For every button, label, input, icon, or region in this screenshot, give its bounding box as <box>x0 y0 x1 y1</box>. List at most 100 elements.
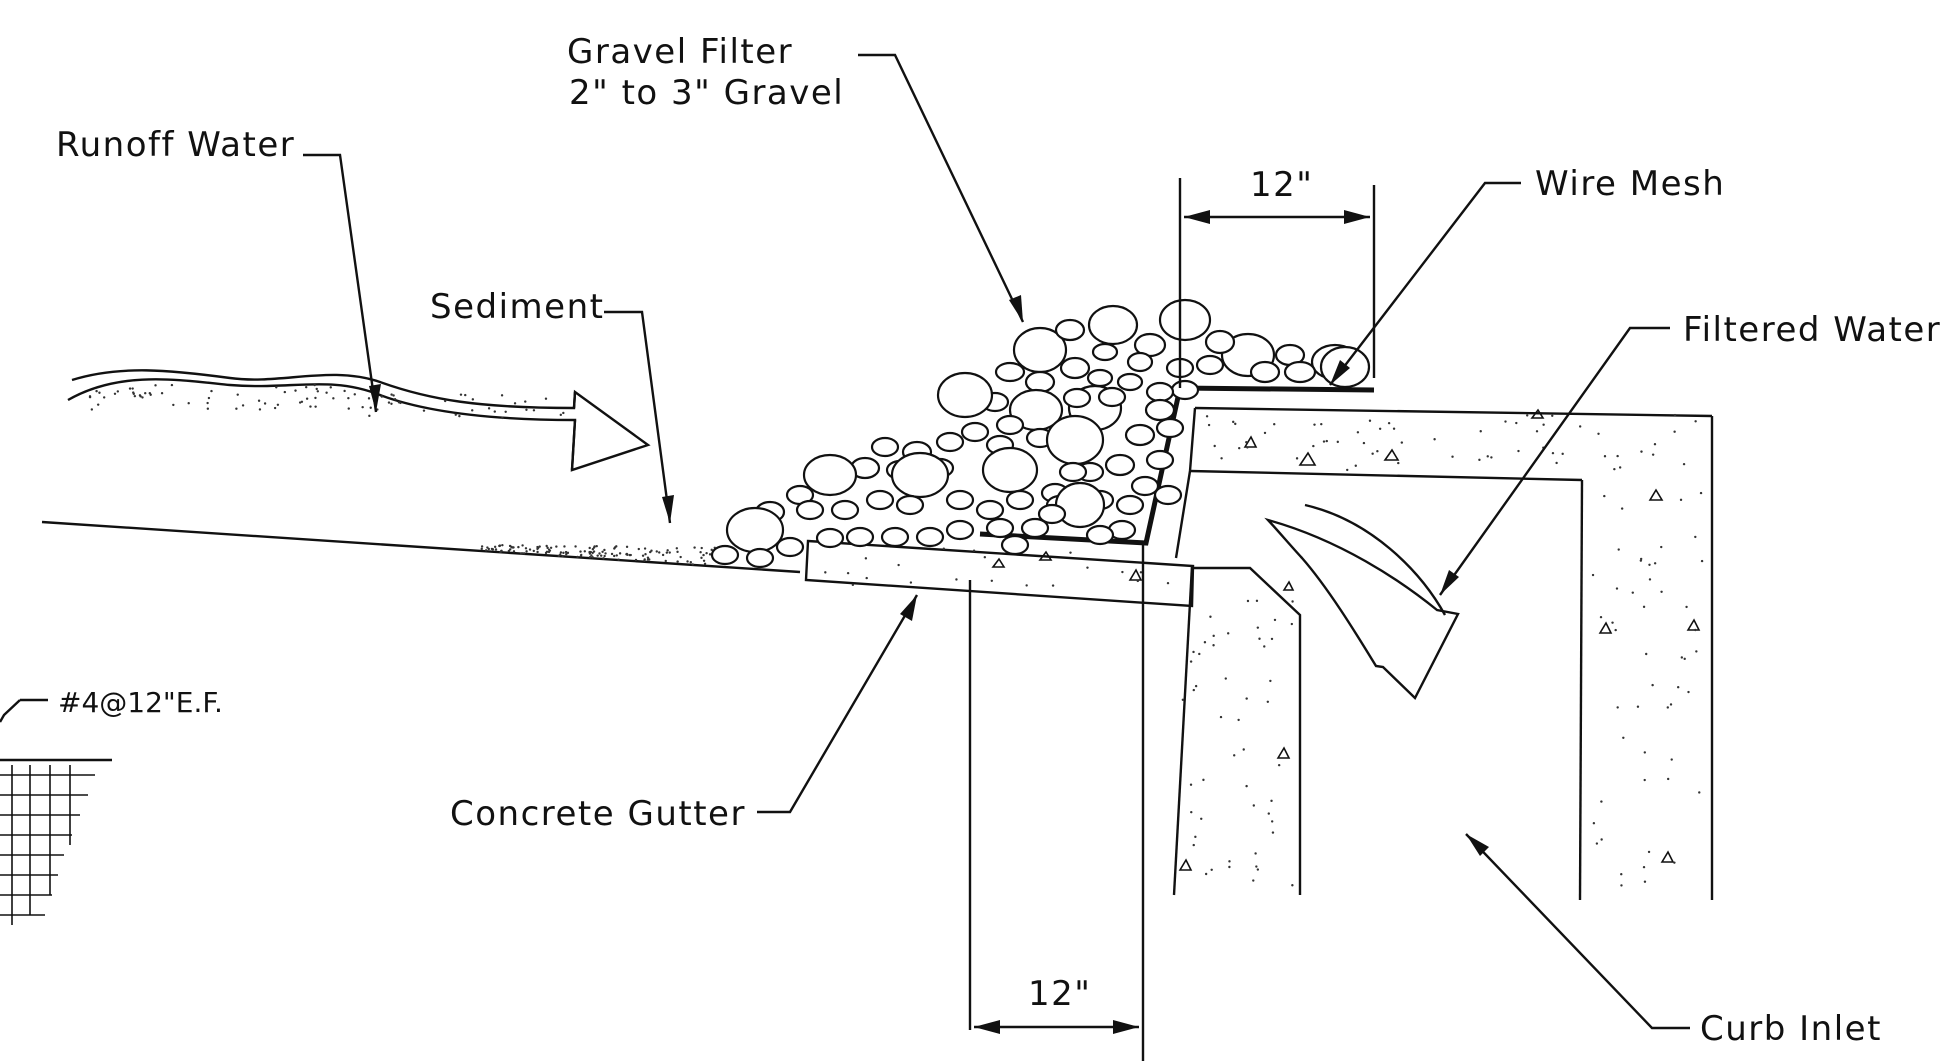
gravel-stone <box>795 499 825 521</box>
stipple-dot <box>599 554 603 557</box>
stipple-dot <box>128 387 132 390</box>
stipple-dot <box>141 396 144 399</box>
stipple-dot <box>646 556 650 559</box>
stipple-dot <box>1242 748 1245 751</box>
rebar-label: #4@12"E.F. <box>58 686 223 719</box>
stipple-dot <box>972 549 976 552</box>
gravel-stone <box>1145 381 1175 403</box>
stipple-dot <box>1269 679 1272 683</box>
stipple-dot <box>1616 706 1619 709</box>
stipple-dot <box>522 552 526 555</box>
stipple-dot <box>1237 718 1240 722</box>
gravel-stone <box>994 361 1026 383</box>
stipple-dot <box>1224 677 1227 680</box>
stipple-dot <box>1246 599 1250 603</box>
stipple-dot <box>1599 615 1603 619</box>
stipple-dot <box>1258 637 1261 640</box>
gravel-stone <box>945 489 975 511</box>
stipple-dot <box>95 389 98 393</box>
stipple-dot <box>1378 427 1382 430</box>
stipple-dot <box>524 547 528 550</box>
stipple-dot <box>1336 440 1339 444</box>
stipple-dot <box>1270 820 1274 823</box>
stipple-dot <box>1561 452 1564 456</box>
stipple-dot <box>1246 446 1249 449</box>
stipple-dot <box>1679 498 1683 502</box>
gravel-stone <box>710 544 740 566</box>
stipple-dot <box>206 407 210 410</box>
gravel-stone <box>975 499 1005 521</box>
stipple-dot <box>1228 860 1231 863</box>
runoff-water-label: Runoff Water <box>56 125 295 165</box>
stipple-dot <box>1273 423 1276 426</box>
stipple-dot <box>1648 563 1651 567</box>
stipple-dot <box>590 554 593 557</box>
stipple-dot <box>942 547 946 550</box>
stipple-dot <box>1194 835 1197 839</box>
stipple-dot <box>1699 491 1703 495</box>
gravel-stone <box>1155 417 1185 439</box>
stipple-dot <box>273 406 277 410</box>
stipple-dot <box>1245 441 1248 444</box>
stipple-dot <box>547 548 551 551</box>
stipple-dot <box>536 547 539 551</box>
stipple-dot <box>666 549 669 552</box>
stipple-dot <box>325 391 328 394</box>
stipple-dot <box>511 546 515 549</box>
stipple-dot <box>545 544 548 548</box>
gravel-stone <box>1204 329 1236 355</box>
stipple-dot <box>588 552 592 555</box>
stipple-dot <box>525 550 528 553</box>
stipple-dot <box>1542 423 1545 426</box>
stipple-dot <box>1219 715 1223 719</box>
stipple-dot <box>595 544 598 548</box>
gravel-stone <box>1116 372 1144 392</box>
stipple-dot <box>1245 784 1248 788</box>
stipple-dot <box>513 402 517 405</box>
gravel-stone <box>895 494 925 516</box>
stipple-dot <box>368 414 371 418</box>
stipple-dot <box>1591 573 1595 577</box>
stipple-dot <box>1645 652 1648 656</box>
stipple-dot <box>700 546 703 550</box>
stipple-dot <box>1698 791 1701 794</box>
stipple-dot <box>1622 736 1625 739</box>
stipple-dot <box>132 392 135 396</box>
stipple-dot <box>983 555 987 559</box>
gravel-stone <box>1054 481 1106 529</box>
stipple-dot <box>1614 628 1617 632</box>
stipple-dot <box>131 387 134 390</box>
gravel-stone <box>1170 379 1200 401</box>
gravel-stone <box>1062 387 1092 409</box>
stipple-dot <box>148 391 152 395</box>
stipple-dot <box>634 558 638 562</box>
gravel-stone <box>985 517 1015 539</box>
stipple-dot <box>1354 464 1357 467</box>
gravel-size-label: 2" to 3" Gravel <box>569 73 844 113</box>
stipple-dot <box>236 393 239 396</box>
stipple-dot <box>1086 566 1089 569</box>
stipple-dot <box>574 545 577 548</box>
stipple-dot <box>675 547 679 550</box>
stipple-dot <box>824 571 827 574</box>
stipple-dot <box>691 563 694 566</box>
stipple-dot <box>471 398 475 401</box>
stipple-dot <box>1255 599 1259 603</box>
stipple-dot <box>501 416 504 420</box>
stipple-dot <box>615 554 618 557</box>
stipple-dot <box>1451 455 1454 458</box>
stipple-dot <box>1368 419 1372 422</box>
gravel-stone <box>1020 517 1050 539</box>
stipple-dot <box>536 550 539 554</box>
stipple-dot <box>686 560 689 563</box>
concrete-stipple <box>824 413 1704 887</box>
stipple-dot <box>1252 804 1256 807</box>
gravel-stone <box>880 526 910 548</box>
stipple-dot <box>1263 431 1267 435</box>
dimension-top-label: 12" <box>1250 165 1313 205</box>
stipple-dot <box>1205 415 1209 418</box>
stipple-dot <box>650 549 653 552</box>
stipple-dot <box>1266 700 1270 703</box>
stipple-dot <box>1486 455 1489 458</box>
